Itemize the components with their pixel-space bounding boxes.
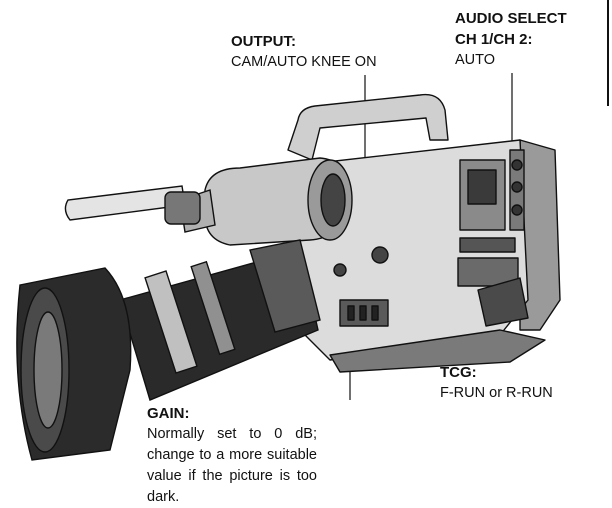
tcg-value: F-RUN or R-RUN [440,385,553,401]
output-callout: OUTPUT: CAM/AUTO KNEE ON [231,31,377,73]
microphone [64,185,201,225]
viewfinder [179,157,353,246]
output-value: CAM/AUTO KNEE ON [231,54,377,70]
audio-select-callout: AUDIO SELECT CH 1/CH 2: AUTO [455,8,567,71]
gain-value: Normally set to 0 dB; change to a more s… [147,426,317,505]
camera-body [287,93,561,373]
lens [16,239,321,461]
camcorder-illustration [16,73,561,461]
output-title: OUTPUT: [231,33,296,50]
audio-select-title-line2: CH 1/CH 2: [455,31,533,48]
audio-select-value: AUTO [455,52,496,68]
audio-select-title-line1: AUDIO SELECT [455,10,567,27]
tcg-callout: TCG: F-RUN or R-RUN [440,362,553,404]
tcg-title: TCG: [440,364,477,381]
page-edge-bar [607,0,609,106]
gain-callout: GAIN: Normally set to 0 dB; change to a … [147,403,317,508]
gain-title: GAIN: [147,405,190,422]
